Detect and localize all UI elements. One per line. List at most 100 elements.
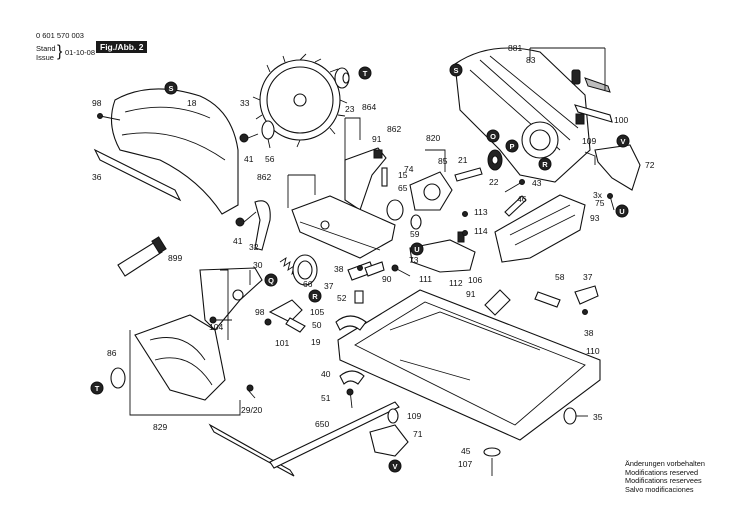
part-label: 100 <box>614 115 628 125</box>
part-label: 38 <box>334 264 344 274</box>
part-label: 820 <box>426 133 440 143</box>
screw-29-20[interactable] <box>246 384 256 399</box>
note-fr: Modifications reservees <box>625 476 702 486</box>
screw-41-top[interactable] <box>239 133 259 143</box>
lever-37-right[interactable] <box>574 285 599 305</box>
part-label: 21 <box>458 155 468 165</box>
marker-s-housing: S <box>449 63 463 77</box>
part-label: 3x <box>593 190 603 200</box>
bearing-flange-820[interactable] <box>409 171 453 211</box>
part-label: 43 <box>532 178 542 188</box>
document-number: 0 601 570 003 <box>36 31 84 40</box>
screw-98[interactable] <box>97 113 121 121</box>
part-label: 30 <box>253 260 263 270</box>
part-label: 862 <box>387 124 401 134</box>
gear-22[interactable] <box>487 149 503 171</box>
part-label: 91 <box>372 134 382 144</box>
part-label: 899 <box>168 253 182 263</box>
screw-75[interactable] <box>607 193 615 211</box>
marker-label: V <box>392 462 397 471</box>
part-label: 72 <box>645 160 655 170</box>
stand-label: Stand <box>36 44 56 53</box>
part-label: 59 <box>410 229 420 239</box>
lever-100[interactable] <box>574 104 613 123</box>
rip-fence[interactable] <box>208 401 400 477</box>
marker-s-top: S <box>164 81 178 95</box>
part-label: 83 <box>526 55 536 65</box>
washer-66[interactable] <box>292 254 318 286</box>
part-label: 32 <box>249 242 259 252</box>
part-label: 46 <box>517 194 527 204</box>
part-label: 104 <box>209 322 223 332</box>
screw-38-right[interactable] <box>582 309 588 315</box>
screw-98-lower[interactable] <box>264 318 272 326</box>
part-label: 37 <box>324 281 334 291</box>
lower-guard[interactable] <box>134 314 226 401</box>
part-label: 19 <box>311 337 321 347</box>
spring-plate-32[interactable] <box>254 200 271 251</box>
bracket-73[interactable] <box>409 231 476 273</box>
fence-clamp-71[interactable] <box>369 424 409 457</box>
screw-41-mid[interactable] <box>235 211 257 227</box>
lever-arm[interactable] <box>199 267 263 331</box>
part-label: 93 <box>590 213 600 223</box>
marker-p: P <box>505 139 519 153</box>
knob-109[interactable] <box>387 408 399 424</box>
part-label: 105 <box>310 307 324 317</box>
marker-u-right: U <box>615 204 629 218</box>
knob-35[interactable] <box>563 407 588 425</box>
marker-u-mid: U <box>410 242 424 256</box>
screw-111[interactable] <box>391 264 411 277</box>
marker-label: V <box>620 137 625 146</box>
part-label: 22 <box>489 177 499 187</box>
part-label: 111 <box>419 274 432 284</box>
marker-r-lower: R <box>308 289 322 303</box>
part-label: 38 <box>584 328 594 338</box>
modification-notes: Änderungen vorbehalten Modifications res… <box>625 459 705 494</box>
motor-housing[interactable] <box>454 47 611 183</box>
marker-label: T <box>95 384 100 393</box>
ring-74[interactable] <box>386 199 404 221</box>
washer-45[interactable] <box>483 447 501 457</box>
flange-23[interactable] <box>334 67 350 89</box>
part-label: 650 <box>315 419 329 429</box>
screw-113-114[interactable] <box>462 211 468 236</box>
leader-lines <box>129 47 606 416</box>
part-label: 113 <box>474 207 488 217</box>
lever-90[interactable] <box>364 261 385 277</box>
grease-tube[interactable] <box>117 236 167 277</box>
sleeve-52[interactable] <box>354 290 364 304</box>
saw-blade[interactable] <box>252 53 348 148</box>
knob-58[interactable] <box>534 291 561 308</box>
screw-104[interactable] <box>209 316 232 324</box>
bracket-72[interactable] <box>594 144 641 191</box>
part-label: 829 <box>153 422 167 432</box>
part-label: 65 <box>398 183 408 193</box>
screw-51[interactable] <box>346 388 354 409</box>
clip-109-top[interactable] <box>575 113 585 125</box>
bracket-864[interactable] <box>344 147 388 211</box>
dust-chute[interactable] <box>494 194 586 263</box>
screw-43[interactable] <box>504 179 525 193</box>
part-label: 45 <box>461 446 471 456</box>
marker-v-upper: V <box>616 134 630 148</box>
flange-56[interactable] <box>261 120 275 149</box>
screw-38[interactable] <box>357 265 363 271</box>
clamp-40[interactable] <box>339 370 365 385</box>
washer-59[interactable] <box>410 214 422 230</box>
part-label: 114 <box>474 226 488 236</box>
part-label: 15 <box>398 170 408 180</box>
base-plate[interactable] <box>337 289 601 441</box>
brace: } <box>57 43 63 60</box>
note-es: Salvo modificaciones <box>625 484 694 494</box>
retaining-ring-86[interactable] <box>110 367 126 389</box>
marker-t-lower: T <box>90 381 104 395</box>
bracket-862[interactable] <box>291 195 396 259</box>
clamp-105[interactable] <box>335 315 367 331</box>
upper-blade-guard[interactable] <box>93 88 239 215</box>
marker-v-lower: V <box>388 459 402 473</box>
clamp-lever-101[interactable] <box>268 299 306 333</box>
part-label: 36 <box>92 172 102 182</box>
rod-46[interactable] <box>504 195 527 217</box>
shaft-21[interactable] <box>454 167 483 182</box>
